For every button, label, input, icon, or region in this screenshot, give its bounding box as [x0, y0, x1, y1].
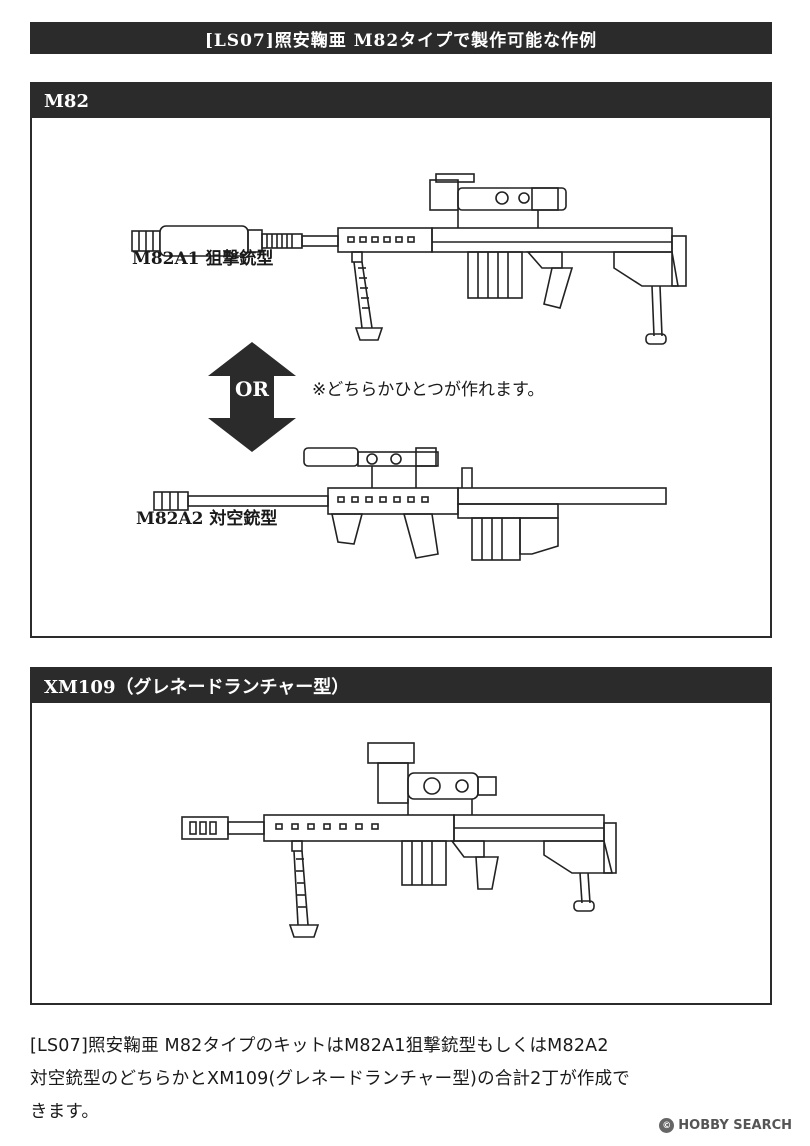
- variant-m82a2-label: M82A2 対空銃型: [136, 509, 278, 529]
- description-line-1: [LS07]照安鞠亜 M82タイプのキットはM82A1狙撃銃型もしくはM82A2: [30, 1036, 609, 1056]
- variant-m82a1-label: M82A1 狙撃銃型: [132, 249, 274, 269]
- watermark: © HOBBY SEARCH: [659, 1118, 792, 1133]
- xm109-illustration: [181, 742, 617, 938]
- description-line-3: きます。: [30, 1102, 100, 1122]
- description-text: [LS07]照安鞠亜 M82タイプのキットはM82A1狙撃銃型もしくはM82A2…: [30, 1030, 775, 1129]
- xm109-rifle-illustration: [181, 742, 617, 938]
- watermark-logo-icon: ©: [659, 1118, 675, 1133]
- section-xm109-heading: XM109（グレネードランチャー型）: [32, 669, 770, 703]
- page-title: [LS07]照安鞠亜 M82タイプで製作可能な作例: [30, 22, 772, 54]
- m82a2-rifle-illustration: [153, 447, 667, 561]
- watermark-text: HOBBY SEARCH: [678, 1118, 792, 1133]
- description-line-2: 対空銃型のどちらかとXM109(グレネードランチャー型)の合計2丁が作成で: [30, 1069, 631, 1089]
- or-label: OR: [234, 377, 270, 401]
- choice-note: ※どちらかひとつが作れます。: [312, 380, 545, 400]
- m82-illustrations: [131, 173, 687, 561]
- or-double-arrow-icon: [208, 342, 296, 452]
- section-m82-heading: M82: [32, 84, 770, 118]
- m82a1-rifle-illustration: [131, 173, 687, 345]
- section-m82: M82: [30, 82, 772, 638]
- section-xm109: XM109（グレネードランチャー型）: [30, 667, 772, 1005]
